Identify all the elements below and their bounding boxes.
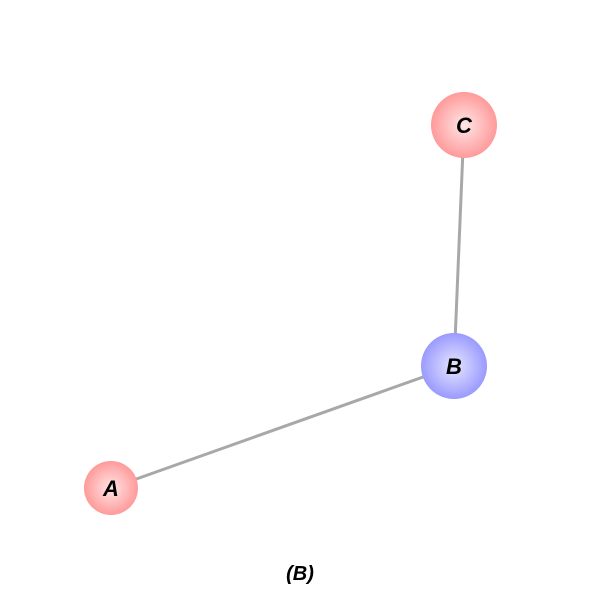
edge-b-c bbox=[452, 124, 466, 367]
node-a-label: A bbox=[102, 476, 119, 501]
node-c-circle bbox=[431, 92, 497, 158]
node-a-circle bbox=[84, 461, 138, 515]
node-b-circle bbox=[421, 333, 487, 399]
node-c-label: C bbox=[456, 113, 473, 138]
graph-caption: (B) bbox=[286, 563, 314, 585]
edge-a-b bbox=[110, 364, 455, 490]
node-layer: A B C bbox=[84, 92, 497, 515]
edge-layer bbox=[110, 124, 466, 490]
node-b[interactable]: B bbox=[421, 333, 487, 399]
node-c[interactable]: C bbox=[431, 92, 497, 158]
node-a[interactable]: A bbox=[84, 461, 138, 515]
node-b-label: B bbox=[446, 354, 462, 379]
